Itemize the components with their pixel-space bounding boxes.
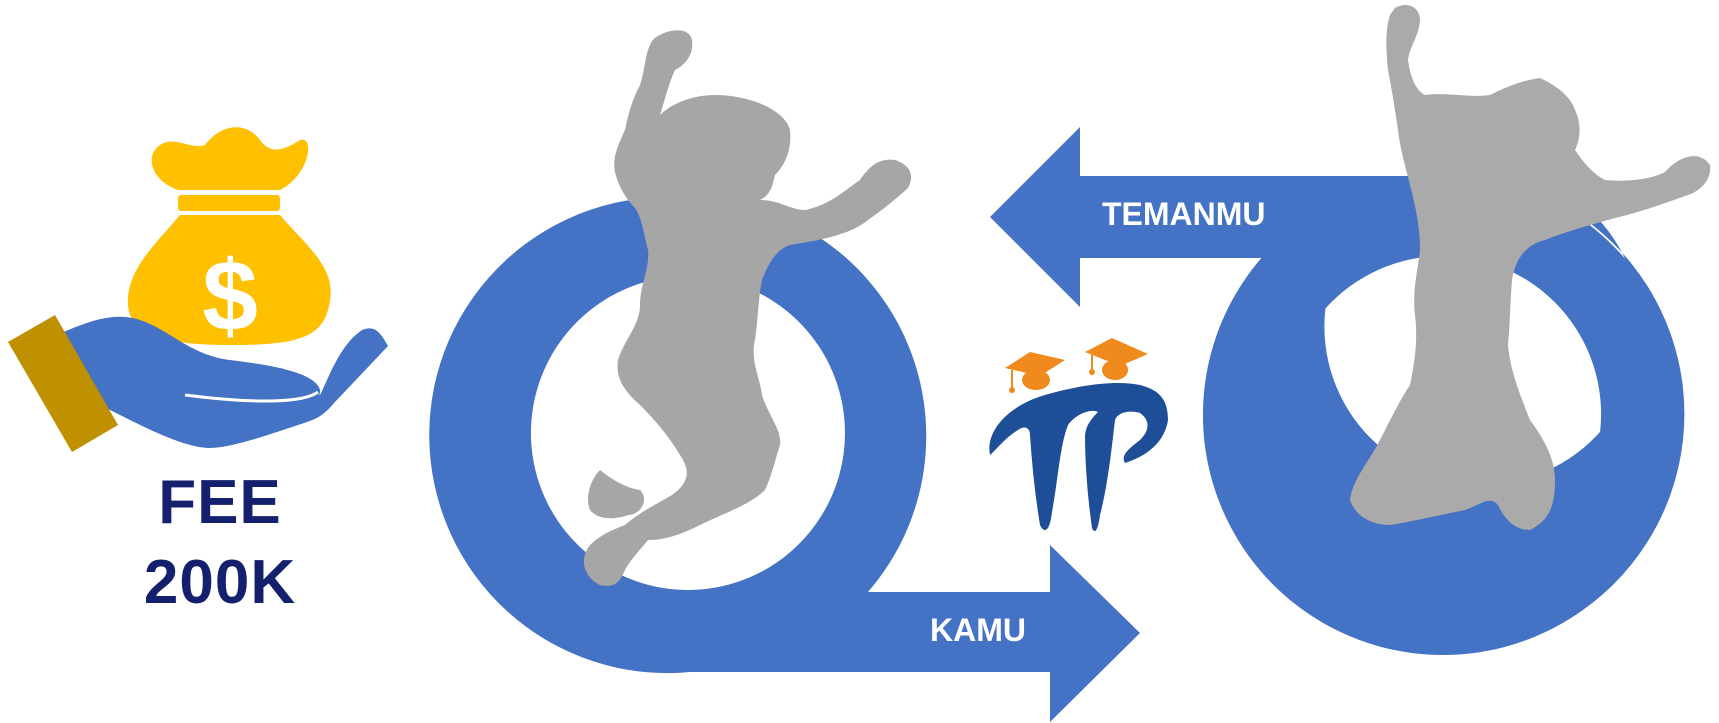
boy-silhouette (583, 30, 912, 586)
temanmu-label: TEMANMU (1102, 196, 1266, 232)
graduation-cap-icon (1005, 352, 1065, 393)
giving-hand-icon (8, 315, 388, 452)
girl-silhouette (1350, 5, 1711, 530)
money-bag-icon: $ (127, 127, 331, 352)
top-arrow-left (990, 127, 1420, 307)
right-cycle-arrow (1202, 168, 1685, 656)
fee-label: FEE (158, 468, 282, 537)
fee-amount: 200K (143, 548, 297, 617)
kamu-label: KAMU (930, 612, 1026, 648)
dollar-sign-icon: $ (202, 240, 258, 352)
graduation-cap-icon (1085, 338, 1148, 380)
left-cycle-arrow (429, 197, 1140, 723)
pi-logo-icon (989, 338, 1168, 532)
